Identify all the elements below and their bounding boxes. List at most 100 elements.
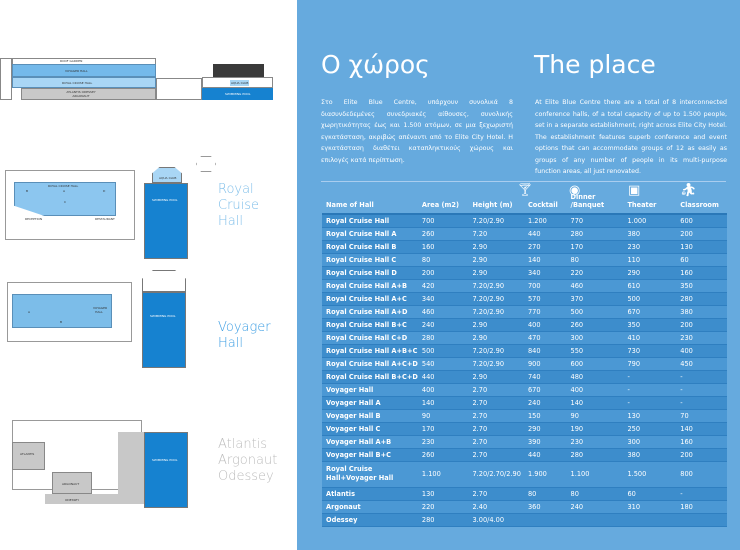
table-cell: 2.90: [468, 240, 524, 254]
atlantis-label: ATLANTIS: [20, 452, 35, 456]
table-cell: 370: [566, 292, 624, 306]
lower-section-label: ATLANTIS ODESSEY ARGONAUT: [66, 90, 96, 98]
argonaut-label: ARGONAUT: [62, 482, 80, 486]
table-cell: 310: [623, 500, 677, 514]
title-line: Atlantis: [218, 437, 268, 452]
table-cell: 770: [566, 214, 624, 228]
table-cell: 60: [676, 253, 727, 267]
hall-name-cell: Royal Cruise Hall A+D: [322, 305, 418, 319]
table-cell: 7.20/2.90: [468, 357, 524, 371]
table-cell: 2.40: [468, 500, 524, 514]
table-cell: -: [676, 487, 727, 501]
greek-title: Ο χώρος: [321, 50, 430, 79]
table-cell: 140: [566, 396, 624, 410]
reception-label: RECEPTION: [25, 217, 43, 221]
table-cell: 440: [523, 448, 567, 462]
table-cell: 200: [676, 448, 727, 462]
hall-name-cell: Royal Cruise Hall A: [322, 227, 418, 241]
table-cell: 2.70: [468, 487, 524, 501]
pool-section-label: SWIMMING POOL: [225, 92, 251, 96]
table-cell: 80: [566, 253, 624, 267]
column-header: Theater: [623, 193, 677, 215]
column-header: Height (m): [468, 193, 524, 215]
section-d-label: D: [103, 189, 106, 193]
pool-label: SWIMMING POOL: [150, 314, 176, 318]
table-cell: 2.70: [468, 435, 524, 449]
royal-hall-label: ROYAL CRUISE HALL: [48, 184, 79, 188]
table-cell: 80: [566, 487, 624, 501]
hall-name-cell: Odessey: [322, 513, 418, 527]
title-line: Royal: [218, 182, 254, 197]
table-cell: 460: [417, 305, 469, 319]
roof-garden-label: ROOF GARDEN: [60, 59, 83, 63]
table-cell: 230: [566, 435, 624, 449]
table-cell: 230: [417, 435, 469, 449]
hall-name-cell: Royal Cruise Hall B: [322, 240, 418, 254]
table-cell: 260: [417, 227, 469, 241]
table-cell: 260: [417, 448, 469, 462]
title-line: Voyager: [218, 320, 271, 335]
table-cell: [676, 513, 727, 527]
dinner-plate-icon: ◉: [569, 183, 581, 198]
hall-name-cell: Voyager Hall A+B: [322, 435, 418, 449]
table-cell: 250: [623, 422, 677, 436]
lower-floor-plan: ATLANTIS ARGONAUT ODESSEY SWIMMING POOL …: [0, 400, 280, 540]
table-cell: 550: [566, 344, 624, 358]
table-cell: 570: [523, 292, 567, 306]
table-cell: 470: [523, 331, 567, 345]
table-cell: 2.90: [468, 331, 524, 345]
table-cell: 170: [566, 240, 624, 254]
table-cell: 440: [523, 227, 567, 241]
table-cell: 390: [523, 435, 567, 449]
table-cell: -: [676, 370, 727, 384]
table-cell: 230: [623, 240, 677, 254]
table-cell: 280: [417, 331, 469, 345]
hall-name-cell: Royal Cruise Hall: [322, 214, 418, 228]
table-cell: 340: [523, 266, 567, 280]
table-cell: 60: [623, 487, 677, 501]
table-cell: 400: [676, 344, 727, 358]
table-cell: 600: [566, 357, 624, 371]
section-c-label: C: [64, 200, 67, 204]
hall-name-cell: Voyager Hall B: [322, 409, 418, 423]
hall-name-cell: Royal Cruise Hall+Voyager Hall: [322, 461, 418, 488]
table-cell: [523, 513, 567, 527]
title-line: Hall: [218, 336, 243, 351]
floor-plans-panel: ROOF GARDEN VOYAGER HALL ROYAL CRUISE HA…: [0, 0, 297, 550]
table-cell: 2.70: [468, 422, 524, 436]
section-b-label: B: [26, 189, 29, 193]
table-cell: 770: [523, 305, 567, 319]
hall-name-cell: Royal Cruise Hall A+B: [322, 279, 418, 293]
aqua-club-label: AQUA CLUB: [159, 176, 177, 180]
table-cell: 500: [417, 344, 469, 358]
table-cell: 280: [566, 227, 624, 241]
table-cell: 500: [623, 292, 677, 306]
hall-name-cell: Voyager Hall: [322, 383, 418, 397]
table-cell: 610: [623, 279, 677, 293]
english-title: The place: [534, 50, 656, 79]
table-cell: 300: [623, 435, 677, 449]
table-cell: 280: [566, 448, 624, 462]
title-line: Argonaut: [218, 453, 278, 468]
table-cell: 140: [417, 396, 469, 410]
table-cell: 2.90: [468, 318, 524, 332]
table-cell: 700: [523, 279, 567, 293]
table-cell: 410: [623, 331, 677, 345]
table-cell: 7.20/2.90: [468, 292, 524, 306]
table-cell: 670: [623, 305, 677, 319]
table-cell: 220: [566, 266, 624, 280]
divider: [321, 181, 726, 182]
royal-cruise-floor-plan: ROYAL CRUISE HALL A B C D RECEPTION REST…: [0, 130, 280, 259]
table-cell: [623, 513, 677, 527]
